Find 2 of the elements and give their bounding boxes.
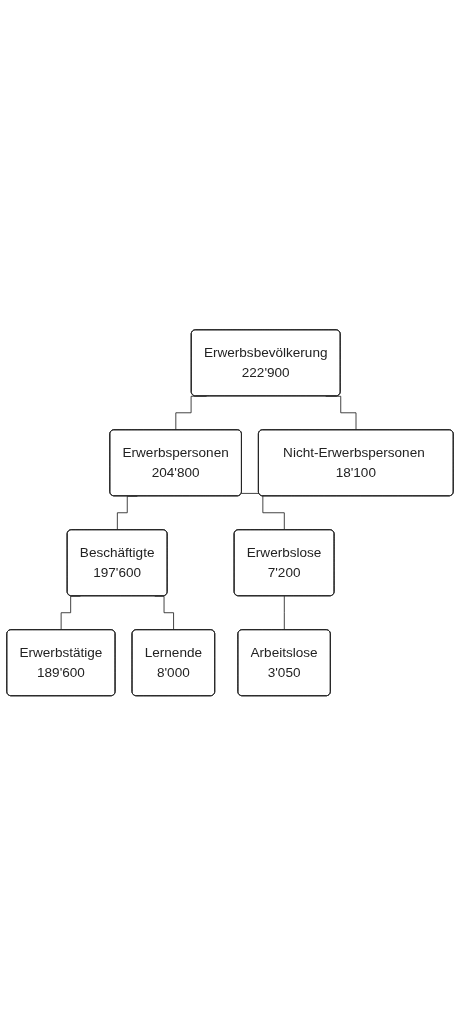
connector (283, 595, 285, 631)
connector (241, 492, 285, 531)
